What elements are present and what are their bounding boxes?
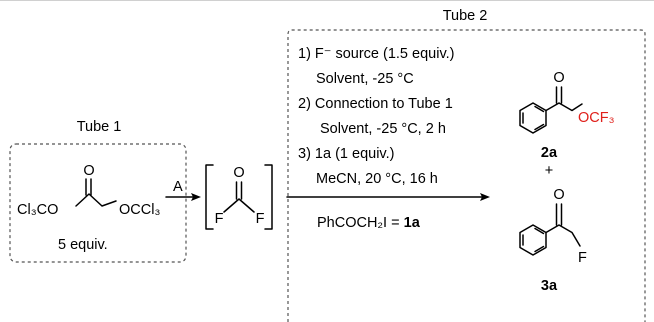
left-bracket	[205, 164, 214, 230]
product-2a: O OCF₃ 2a	[519, 70, 615, 161]
arrow-a-label: A	[173, 179, 183, 195]
tube1-equiv: 5 equiv.	[58, 237, 108, 253]
tube2-title: Tube 2	[443, 8, 488, 24]
intermediate-f-right: F	[256, 211, 265, 227]
tube1-carbonyl-o: O	[83, 163, 94, 179]
p1-chain	[545, 102, 583, 112]
p2-benzene-inner-2	[534, 227, 545, 235]
p1-benzene-ring	[519, 102, 547, 134]
tube2-step-2: 2) Connection to Tube 1	[298, 96, 453, 112]
p1-ocf3: OCF₃	[578, 110, 615, 126]
p2-f: F	[578, 250, 587, 266]
p2-benzene-inner-3	[534, 245, 545, 253]
definition-prefix: PhCOCH₂I =	[317, 215, 404, 231]
arrow-a: A	[165, 179, 201, 201]
intermediate-cof2: O F F	[205, 164, 273, 230]
product-3a: O F 3a	[519, 187, 587, 294]
p2-chain	[545, 224, 581, 247]
tube1-occl3: OCCl₃	[119, 202, 160, 218]
p1-carbonyl-o: O	[553, 70, 564, 86]
tube1-cl3co: Cl₃CO	[17, 202, 58, 218]
tube2-frame	[287, 29, 646, 322]
p2-benzene-ring	[519, 224, 547, 256]
tube1-title: Tube 1	[77, 119, 122, 135]
p1-label: 2a	[541, 145, 558, 161]
tube1-carbonate-bonds	[75, 193, 117, 207]
arrow-a-head	[191, 193, 201, 201]
plus-sign: +	[545, 163, 553, 179]
tube2-step-3-cond: MeCN, 20 °C, 16 h	[316, 171, 438, 187]
intermediate-f-left: F	[215, 211, 224, 227]
tube2-step-2-cond: Solvent, -25 °C, 2 h	[320, 121, 446, 137]
p2-carbonyl-o: O	[553, 187, 564, 203]
tube1: Tube 1 Cl₃CO OCCl₃ O 5 equiv.	[9, 119, 187, 263]
p2-label: 3a	[541, 278, 558, 294]
intermediate-cf-bonds	[223, 198, 255, 213]
tube2-step-3: 3) 1a (1 equiv.)	[298, 146, 394, 162]
definition-compound: 1a	[404, 215, 421, 231]
tube2-step-1: 1) F⁻ source (1.5 equiv.)	[298, 46, 454, 62]
right-bracket	[264, 164, 273, 230]
tube2-definition: PhCOCH₂I = 1a	[317, 215, 421, 231]
tube2: Tube 2 1) F⁻ source (1.5 equiv.) Solvent…	[286, 8, 646, 322]
main-arrow-head	[480, 193, 490, 201]
intermediate-o: O	[233, 165, 244, 181]
p1-benzene-inner-2	[534, 105, 545, 113]
tube2-step-1-cond: Solvent, -25 °C	[316, 71, 414, 87]
p1-benzene-inner-3	[534, 123, 545, 131]
